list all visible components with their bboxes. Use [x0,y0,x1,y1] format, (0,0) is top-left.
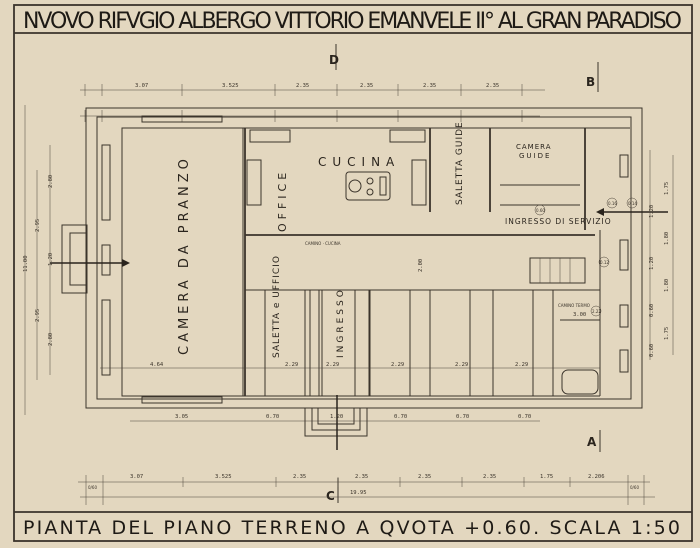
svg-text:0.12: 0.12 [600,260,609,265]
label-camino-termo: CAMINO TERMO [558,303,590,308]
dim-left-outer-1: 2.95 [35,219,41,232]
room-ingresso-di-servizio: INGRESSO DI SERVIZIO [505,217,612,226]
dim-window-1: 3.05 [175,414,188,420]
drawing-title: NVOVO RIFVGIO ALBERGO VITTORIO EMANVELE … [23,9,683,34]
dim-bottom-1: 3.07 [130,474,143,480]
room-camera-guide-line1: CAMERA [516,143,552,151]
room-camera-da-pranzo: CAMERA DA PRANZO [177,155,192,355]
room-saletta-guide: SALETTA GUIDE [455,121,465,205]
drawing-subtitle: PIANTA DEL PIANO TERRENO A QVOTA +0.60. … [23,517,683,539]
dim-bottom-3: 2.35 [293,474,306,480]
svg-text:0.16: 0.16 [608,201,617,206]
dim-bottom-2: 3.525 [215,474,232,480]
dim-interior-5: 2.29 [455,362,468,368]
dim-bottom-end-left: 0/60 [88,485,97,490]
dim-right-inner-4: 0.60 [649,344,655,357]
dim-bottom-6: 2.35 [483,474,496,480]
dim-left-inner-1: 2.80 [48,175,54,188]
room-cucina: CUCINA [318,155,400,169]
room-saletta-e-ufficio: SALETTA e UFFICIO [272,255,282,358]
svg-text:0.60: 0.60 [536,208,545,213]
label-camino-cucina: CAMINO · CUCINA [305,241,341,246]
level-markers: 0.60 0.16 0.14 0.12 2.22 [534,197,637,317]
dim-top-4: 2.35 [360,83,373,89]
dim-top-2: 3.525 [222,83,239,89]
room-ingresso: INGRESSO [336,287,346,358]
svg-text:0.14: 0.14 [628,201,637,206]
bottom-dimension-lines [78,475,655,505]
dim-window-5: 0.70 [456,414,469,420]
section-mark-d: D [329,53,339,67]
dim-bottom-7: 1.75 [540,474,553,480]
dim-window-2: 0.70 [266,414,279,420]
right-dimension-lines [649,150,674,360]
dim-right-inner-2: 1.20 [649,257,655,270]
dim-top-5: 2.35 [423,83,436,89]
dim-right-inner-3: 0.60 [649,304,655,317]
dim-top-3: 2.35 [296,83,309,89]
room-office: OFFICE [276,169,289,232]
dim-right-outer-1: 1.75 [664,182,670,195]
dim-right-inner-1: 1.20 [649,205,655,218]
dim-top-1: 3.07 [135,83,148,89]
section-mark-c: C [326,489,335,503]
dim-bottom-4: 2.35 [355,474,368,480]
label-2-00: 2.00 [418,259,424,272]
dim-bottom-total: 19.95 [350,490,367,496]
dim-right-outer-2: 1.80 [664,232,670,245]
sheet-border [13,4,693,542]
dim-interior-6: 2.29 [515,362,528,368]
dim-window-3: 1.20 [330,414,343,420]
dim-interior-3: 2.29 [326,362,339,368]
section-mark-a: A [587,435,597,449]
dim-left-inner-3: 2.80 [48,333,54,346]
room-camera-guide-line2: GUIDE [519,152,551,160]
dim-interior-1: 4.64 [150,362,164,368]
dim-window-6: 0.70 [518,414,531,420]
dim-left-outer-2: 2.95 [35,309,41,322]
dim-right-outer-3: 1.80 [664,279,670,292]
svg-text:2.22: 2.22 [592,309,601,314]
section-mark-b: B [586,75,595,89]
dim-left-inner-2: 1.20 [48,253,54,266]
dim-bottom-end-right: 0/60 [630,485,639,490]
label-3-00: 3.00 [573,312,586,318]
dim-interior-4: 2.29 [391,362,404,368]
dim-interior-2: 2.29 [285,362,298,368]
dim-top-6: 2.35 [486,83,499,89]
dim-bottom-8: 2.206 [588,474,605,480]
left-dimension-lines [24,105,51,415]
dim-window-4: 0.70 [394,414,407,420]
dim-bottom-5: 2.35 [418,474,431,480]
dim-right-outer-4: 1.75 [664,327,670,340]
dim-left-total: 11.00 [23,255,29,272]
